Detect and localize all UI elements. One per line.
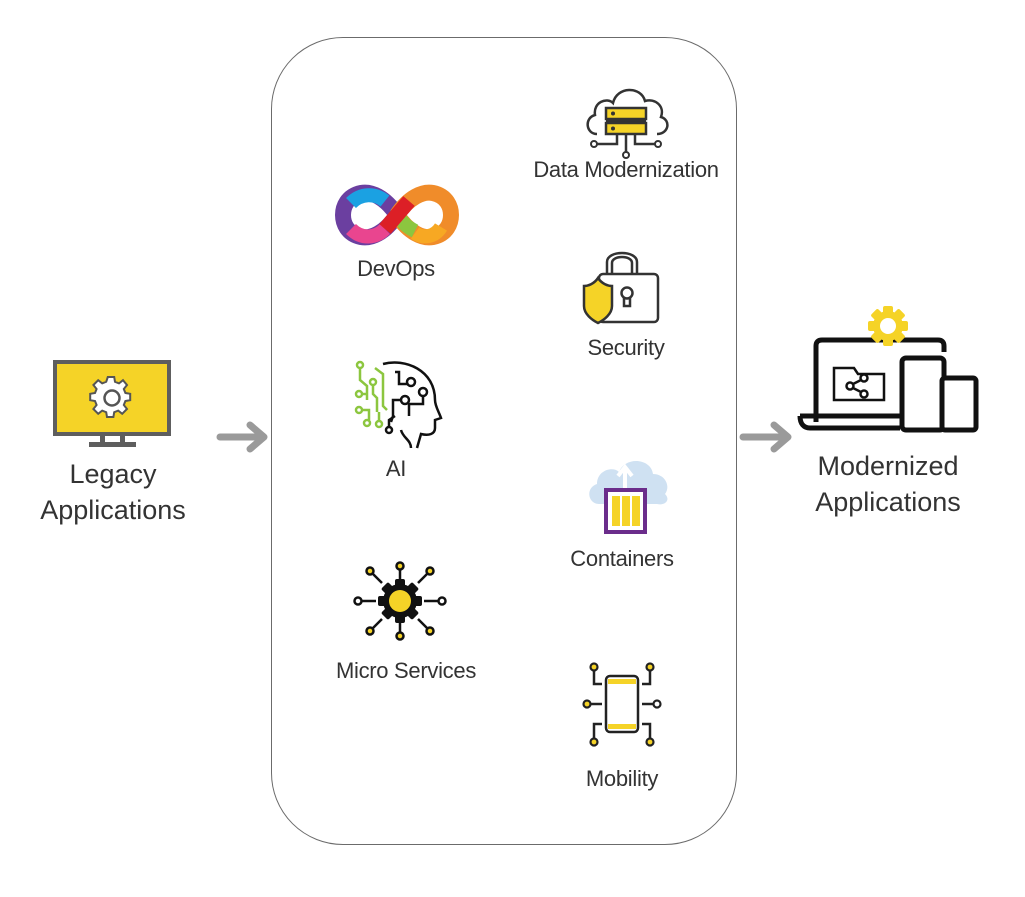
mobile-circuit-icon: [582, 662, 662, 747]
devices-gear-icon: [797, 306, 979, 433]
gear-network-icon: [353, 561, 447, 641]
label-line-2: Applications: [40, 495, 186, 525]
infinity-loop-icon: [334, 184, 460, 246]
padlock-shield-icon: [582, 251, 660, 325]
micro-services-label: Micro Services: [335, 658, 477, 683]
devops-label: DevOps: [357, 256, 435, 281]
cloud-container-icon: [589, 460, 668, 534]
label-line-1: Modernized: [817, 451, 959, 481]
monitor-gear-icon: [53, 360, 171, 447]
legacy-applications-node: Legacy Applications: [30, 360, 200, 530]
modernized-applications-label: Modernized Applications: [798, 448, 978, 520]
cloud-server-icon: [586, 88, 669, 159]
mobility-label: Mobility: [585, 766, 659, 791]
capabilities-container: [271, 37, 737, 845]
ai-label: AI: [385, 456, 407, 481]
circuit-head-icon: [354, 360, 443, 449]
arrow-right-icon: [216, 421, 268, 453]
containers-label: Containers: [570, 546, 674, 571]
label-line-1: Legacy: [69, 459, 157, 489]
security-label: Security: [587, 335, 665, 360]
data-modernization-label: Data Modernization: [533, 157, 719, 182]
legacy-applications-label: Legacy Applications: [30, 456, 196, 528]
label-line-2: Applications: [815, 487, 961, 517]
arrow-right-icon: [739, 421, 792, 453]
